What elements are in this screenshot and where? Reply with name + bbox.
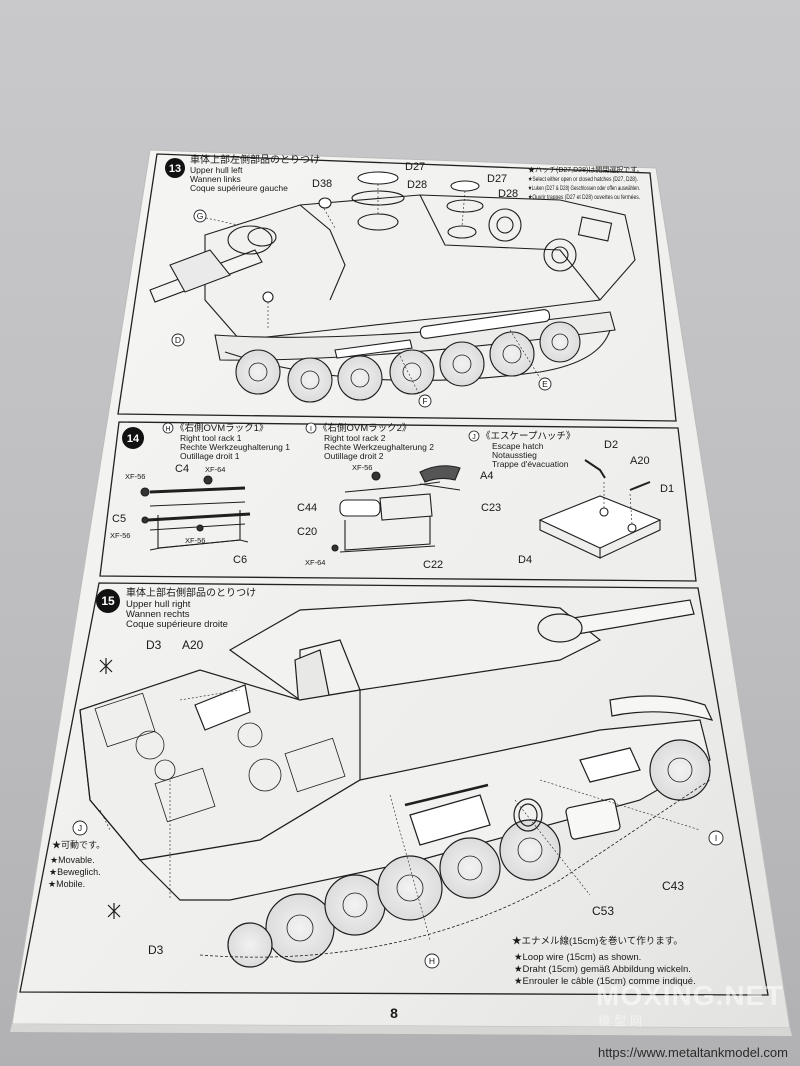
part-label-c5: C5 [112, 513, 126, 525]
svg-text:I: I [310, 426, 312, 433]
wire-note-en: ★Loop wire (15cm) as shown. [514, 952, 641, 963]
sub-j-de: Notausstieg [492, 450, 537, 460]
sub-i-title-ja: 《右側OVMラック2》 [318, 422, 411, 434]
svg-text:I: I [715, 833, 717, 843]
sub-h-fr: Outillage droit 1 [180, 451, 240, 461]
step-15-hull-drawing [79, 599, 714, 968]
svg-text:J: J [78, 823, 82, 833]
paint-xf56-c: XF-56 [185, 536, 205, 545]
paint-xf56-b: XF-56 [110, 531, 130, 540]
part-label-c44: C44 [297, 502, 317, 514]
part-label-c23: C23 [481, 502, 501, 514]
svg-text:E: E [542, 379, 548, 389]
sub-step-i-header: I 《右側OVMラック2》 Right tool rack 2 Rechte W… [305, 422, 434, 461]
sub-h-de: Rechte Werkzeughalterung 1 [180, 442, 290, 452]
part-label-d3-a: D3 [146, 638, 162, 652]
svg-text:G: G [197, 211, 204, 221]
step-15-title-ja: 車体上部右側部品のとりつけ [126, 586, 256, 599]
step-13-title-fr: Coque supérieure gauche [190, 183, 288, 193]
step-15-title-en: Upper hull right [126, 599, 191, 610]
callout-j: J [72, 820, 88, 836]
step-15-number: 15 [101, 594, 115, 608]
svg-text:D: D [175, 335, 181, 345]
part-label-d28-b: D28 [498, 188, 518, 200]
part-label-c22: C22 [423, 559, 443, 571]
step-13-badge [165, 158, 185, 178]
step-13-note-fr: ★Ouvrir trappes (D27 et D28) ouvertes ou… [528, 193, 640, 201]
sub-i-de: Rechte Werkzeughalterung 2 [324, 442, 434, 452]
step-14-panel: 14 H 《右側OVMラック1》 Right tool rack 1 Recht… [99, 421, 697, 582]
sub-step-h-header: H 《右側OVMラック1》 Right tool rack 1 Rechte W… [162, 422, 290, 461]
step-15-title-de: Wannen rechts [126, 609, 190, 620]
callout-f: F [418, 394, 432, 408]
movable-note-de: ★Beweglich. [49, 867, 101, 877]
sub-j-title-ja: 《エスケープハッチ》 [481, 431, 575, 442]
svg-text:J: J [472, 434, 476, 441]
tool-rack-2-drawing [331, 465, 461, 553]
step-14-number: 14 [127, 433, 140, 445]
callout-e: E [538, 377, 552, 391]
part-label-d4: D4 [518, 554, 532, 566]
part-label-c6: C6 [233, 554, 247, 566]
step-13-title-de: Wannen links [190, 174, 241, 184]
tool-rack-1-drawing [140, 475, 251, 551]
watermark-logo: MOXING.NET [596, 980, 784, 1011]
callout-h: H [424, 953, 440, 969]
footer-url[interactable]: https://www.metaltankmodel.com [597, 1045, 788, 1060]
callout-i: I [708, 830, 724, 846]
step-15-panel: 15 車体上部右側部品のとりつけ Upper hull right Wannen… [19, 582, 769, 996]
part-label-d3-b: D3 [148, 943, 164, 957]
sub-j-en: Escape hatch [492, 441, 544, 451]
part-label-d2: D2 [604, 439, 618, 451]
part-label-a20-a: A20 [630, 455, 650, 467]
movable-note-ja: ★可動です。 [52, 840, 105, 850]
step-15-badge [96, 589, 120, 613]
step-15-title-fr: Coque supérieure droite [126, 619, 228, 630]
step-13-panel: 13 車体上部左側部品のとりつけ Upper hull left Wannen … [117, 153, 677, 422]
sub-i-fr: Outillage droit 2 [324, 451, 384, 461]
part-label-d38: D38 [312, 178, 332, 190]
part-label-c43: C43 [662, 879, 684, 893]
paint-xf64-a: XF-64 [205, 465, 225, 474]
part-label-a20-b: A20 [182, 638, 204, 652]
paint-xf64-b: XF-64 [305, 558, 325, 567]
part-label-d28-a: D28 [407, 179, 427, 191]
wire-note-ja: ★エナメル線(15cm)を巻いて作ります。 [512, 935, 683, 947]
escape-hatch-drawing [538, 459, 662, 559]
step-13-note-ja: ★ハッチ(D27,D28)は開閉選択です。 [528, 165, 644, 174]
step-13-title-ja: 車体上部左側部品のとりつけ [190, 153, 320, 166]
part-label-c53: C53 [592, 904, 614, 918]
part-label-d1: D1 [660, 483, 674, 495]
sub-j-fr: Trappe d'évacuation [492, 459, 569, 469]
part-label-c20: C20 [297, 526, 317, 538]
step-13-title-en: Upper hull left [190, 165, 243, 175]
svg-text:F: F [422, 396, 427, 406]
step-14-badge [122, 427, 144, 449]
sub-i-en: Right tool rack 2 [324, 433, 386, 443]
sub-h-title-ja: 《右側OVMラック1》 [175, 422, 268, 434]
step-13-number: 13 [169, 163, 181, 175]
paint-xf56-d: XF-56 [352, 463, 372, 472]
sub-h-en: Right tool rack 1 [180, 433, 242, 443]
callout-g: G [193, 209, 207, 223]
step-13-hull-drawing [149, 171, 636, 403]
wire-note-de: ★Draht (15cm) gemäß Abbildung wickeln. [514, 964, 691, 975]
callout-d: D [171, 333, 185, 347]
movable-note-en: ★Movable. [50, 855, 95, 865]
sub-step-j-header: J 《エスケープハッチ》 Escape hatch Notausstieg Tr… [468, 430, 575, 469]
part-label-c4: C4 [175, 463, 189, 475]
wire-note-fr: ★Enrouler le câble (15cm) comme indiqué. [514, 976, 696, 987]
movable-note-fr: ★Mobile. [48, 879, 85, 889]
part-label-d27-a: D27 [405, 161, 425, 173]
svg-text:H: H [429, 956, 435, 966]
part-label-d27-b: D27 [487, 173, 507, 185]
page-number: 8 [390, 1005, 398, 1021]
part-label-a4: A4 [480, 470, 493, 482]
svg-text:H: H [165, 426, 170, 433]
watermark-sub: 模型网 [598, 1014, 647, 1028]
step-13-note-de: ★Luken (D27 & D28) Geschlossen oder offe… [528, 184, 640, 192]
step-13-note-en: ★Select either open or closed hatches (D… [528, 175, 638, 183]
paint-xf56-a: XF-56 [125, 472, 145, 481]
